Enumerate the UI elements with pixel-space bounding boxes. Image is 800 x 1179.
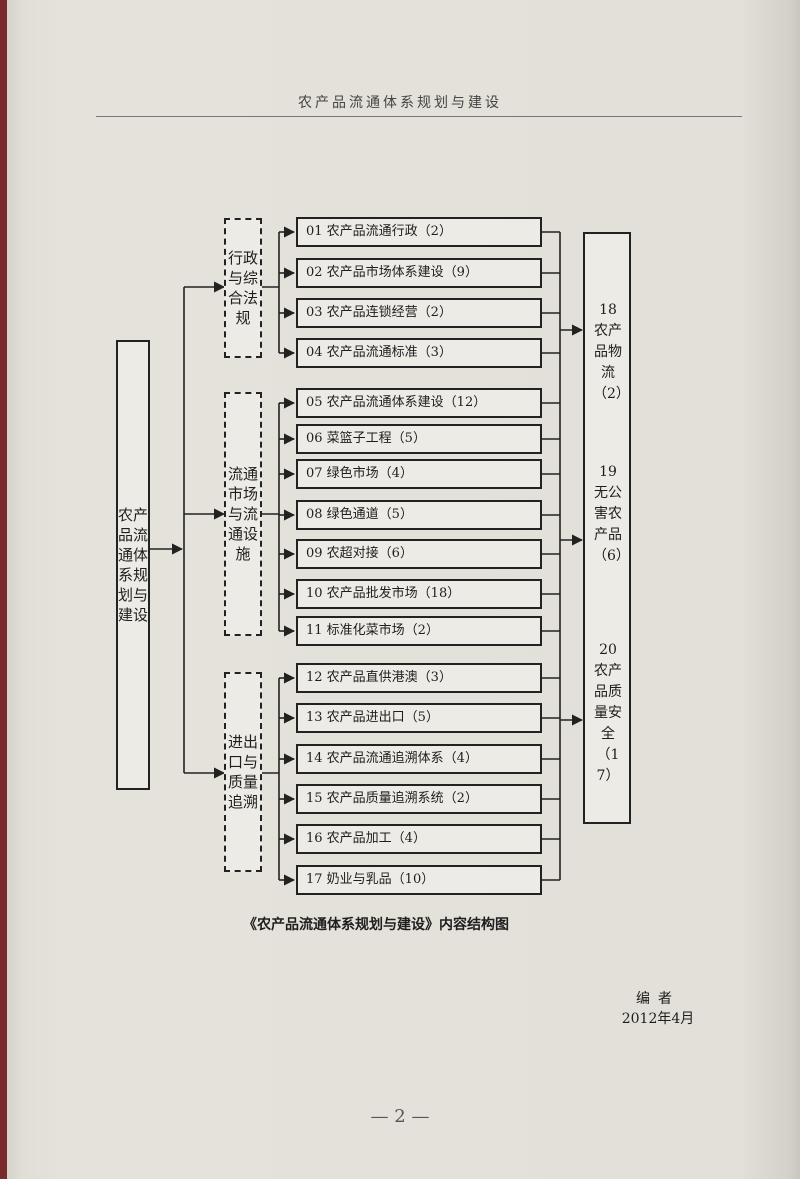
item-11: 11 标准化菜市场（2）	[296, 616, 542, 646]
right-item-18: 18 农产品物流（2）	[593, 302, 630, 402]
running-head: 农产品流通体系规划与建设	[298, 95, 502, 111]
item-14: 14 农产品流通追溯体系（4）	[296, 744, 542, 774]
item-08: 08 绿色通道（5）	[296, 500, 542, 530]
page-number: — 2 —	[370, 1106, 430, 1127]
item-02: 02 农产品市场体系建设（9）	[296, 258, 542, 288]
group-admin: 行政与综合法规	[224, 218, 262, 358]
group-trade-label: 进出口与质量追溯	[227, 733, 258, 811]
item-03: 03 农产品连锁经营（2）	[296, 298, 542, 328]
group-trade: 进出口与质量追溯	[224, 672, 262, 872]
item-01: 01 农产品流通行政（2）	[296, 217, 542, 247]
group-admin-label: 行政与综合法规	[227, 249, 258, 327]
item-17: 17 奶业与乳品（10）	[296, 865, 542, 895]
item-09: 09 农超对接（6）	[296, 539, 542, 569]
item-06: 06 菜篮子工程（5）	[296, 424, 542, 454]
item-13: 13 农产品进出口（5）	[296, 703, 542, 733]
item-05: 05 农产品流通体系建设（12）	[296, 388, 542, 418]
editor-signature: 编者	[636, 991, 680, 1007]
item-16: 16 农产品加工（4）	[296, 824, 542, 854]
item-04: 04 农产品流通标准（3）	[296, 338, 542, 368]
root-node: 农产品流通体系规划与建设	[116, 340, 150, 790]
item-10: 10 农产品批发市场（18）	[296, 579, 542, 609]
book-spine	[0, 0, 7, 1179]
group-market: 流通市场与流通设施	[224, 392, 262, 636]
root-node-label: 农产品流通体系规划与建设	[118, 506, 149, 624]
preface-date: 2012年4月	[621, 1011, 695, 1027]
right-item-20: 20 农产品质量安全（17）	[594, 642, 622, 784]
item-15: 15 农产品质量追溯系统（2）	[296, 784, 542, 814]
right-item-19: 19 无公害农产品（6）	[593, 464, 630, 564]
header-rule	[96, 116, 742, 117]
item-07: 07 绿色市场（4）	[296, 459, 542, 489]
group-market-label: 流通市场与流通设施	[227, 465, 258, 563]
figure-caption: 《农产品流通体系规划与建设》内容结构图	[243, 917, 509, 933]
right-column-box	[583, 232, 631, 824]
item-12: 12 农产品直供港澳（3）	[296, 663, 542, 693]
